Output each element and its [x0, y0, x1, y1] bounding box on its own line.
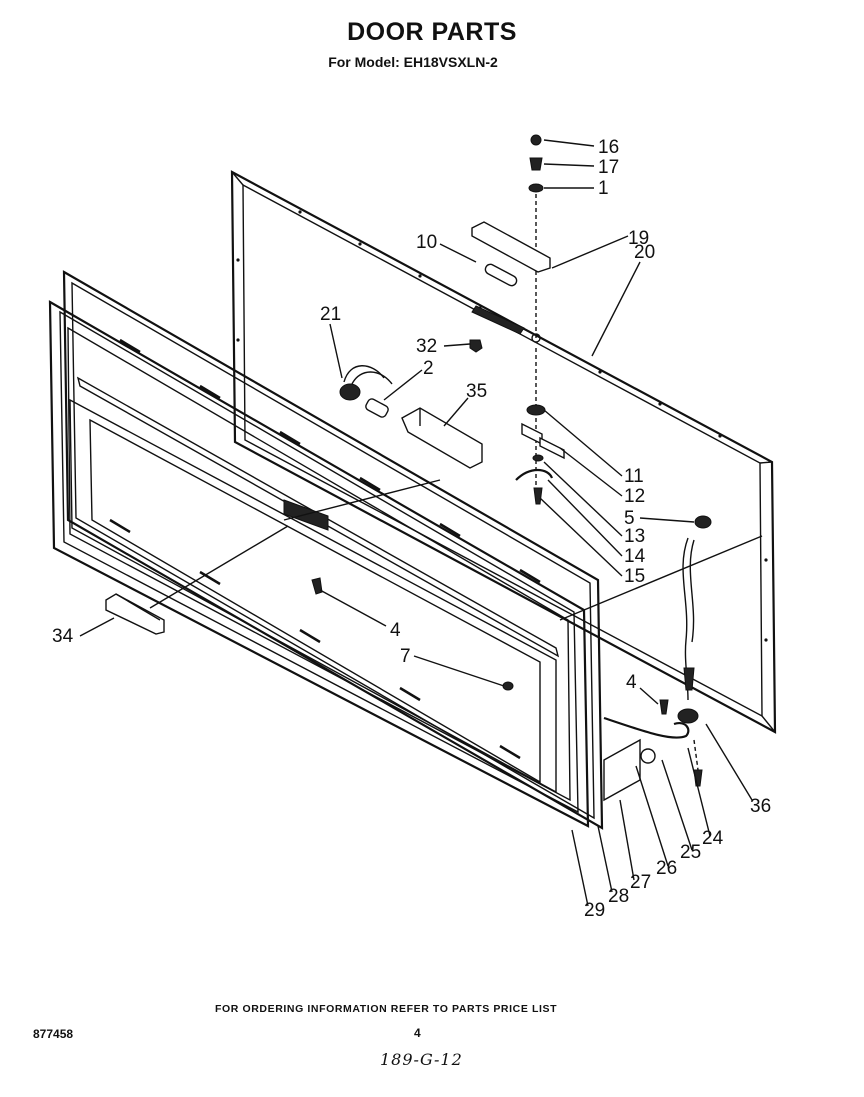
- callout-24: 24: [702, 828, 724, 849]
- callout-2: 2: [423, 358, 434, 379]
- callout-labels: 16 17 1 19 20 10 21 32 2 35 11 12 13 5 1…: [52, 137, 771, 921]
- door-liner-frames: [48, 270, 604, 830]
- switch-part: [339, 365, 393, 418]
- callout-29: 29: [584, 900, 605, 921]
- callout-4b: 4: [626, 672, 637, 693]
- callout-20: 20: [634, 242, 655, 263]
- callout-15: 15: [624, 566, 645, 587]
- model-subtitle: For Model: EH18VSXLN-2: [328, 54, 498, 70]
- hinge-plate: [603, 738, 641, 802]
- callout-12: 12: [624, 486, 645, 507]
- callout-28: 28: [608, 886, 629, 907]
- callout-19: 19: [628, 228, 649, 249]
- ordering-note: FOR ORDERING INFORMATION REFER TO PARTS …: [215, 1003, 558, 1015]
- callout-14: 14: [624, 546, 646, 567]
- callout-35: 35: [466, 381, 487, 402]
- plug-part: [694, 515, 712, 529]
- callout-17: 17: [598, 157, 619, 178]
- handle-part: [105, 593, 165, 635]
- callout-10: 10: [416, 232, 437, 253]
- callout-16: 16: [598, 137, 619, 158]
- callout-27: 27: [630, 872, 651, 893]
- explode-lines: [149, 479, 763, 621]
- callout-32: 32: [416, 336, 437, 357]
- callout-11: 11: [624, 466, 644, 487]
- callout-21: 21: [320, 304, 341, 325]
- rear-door-panel: [230, 170, 777, 734]
- callout-36: 36: [750, 796, 771, 817]
- page-title: DOOR PARTS: [347, 18, 517, 46]
- diagram-id: 877458: [33, 1027, 74, 1041]
- screw-part-7: [502, 681, 514, 691]
- screw-part: [311, 577, 323, 595]
- callout-1: 1: [598, 178, 609, 199]
- callout-34: 34: [52, 626, 74, 647]
- callout-26: 26: [656, 858, 677, 879]
- callout-13: 13: [624, 526, 645, 547]
- hinge-stack-top: [471, 134, 551, 343]
- bracket-part: [401, 407, 483, 469]
- handwritten-code: 189-G-12: [380, 1050, 463, 1069]
- callout-4: 4: [390, 620, 401, 641]
- callout-25: 25: [680, 842, 701, 863]
- page-number: 4: [414, 1026, 421, 1040]
- nut-part: [469, 339, 483, 353]
- hinge-stack-mid: [515, 348, 565, 505]
- callout-7: 7: [400, 646, 411, 667]
- callout-5: 5: [624, 508, 635, 529]
- callout-arrows: [79, 139, 753, 907]
- hinge-stack-bottom: [603, 667, 703, 787]
